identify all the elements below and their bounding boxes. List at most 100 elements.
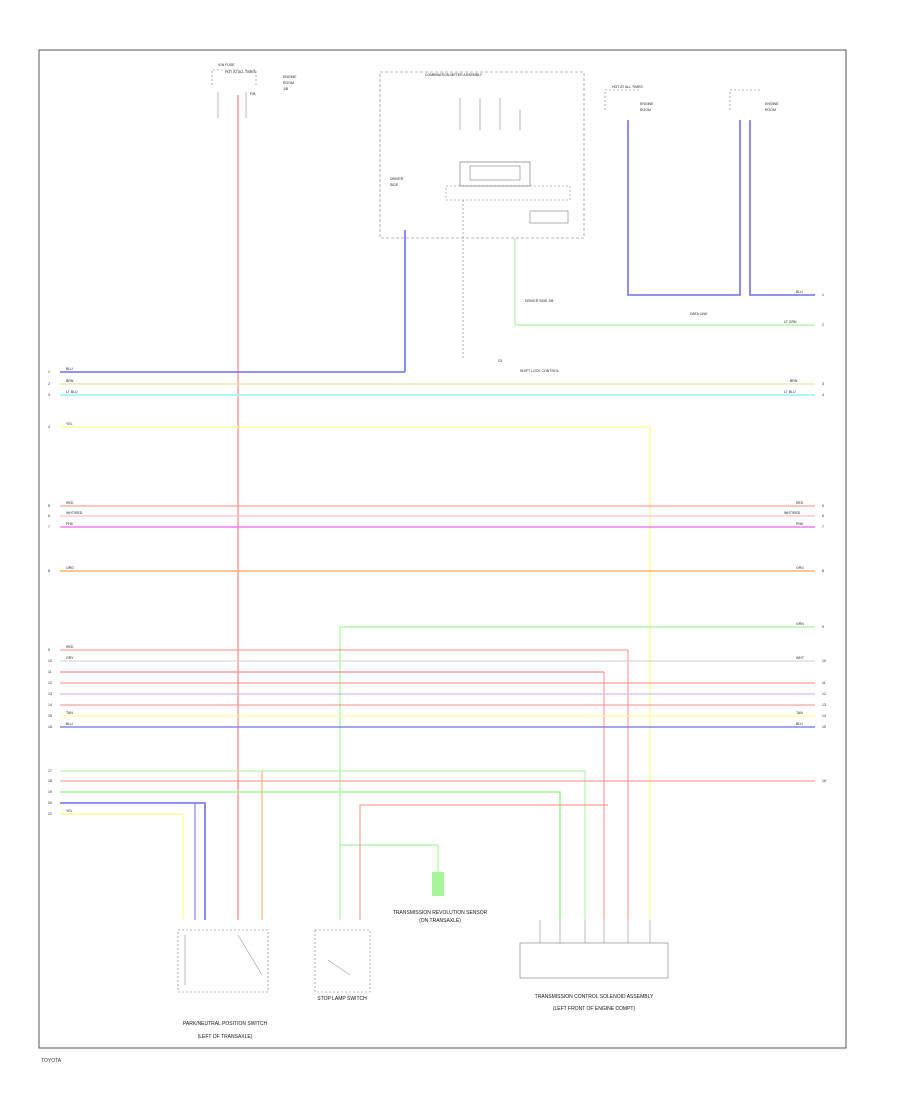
svg-text:3: 3 <box>48 393 50 397</box>
svg-text:1: 1 <box>822 293 824 297</box>
svg-text:4: 4 <box>48 425 50 429</box>
ignition-fuse-block: IGN FUSE HOT AT ALL TIMES F/B ENGINE ROO… <box>211 63 297 118</box>
svg-text:IGN FUSE: IGN FUSE <box>218 63 235 67</box>
stop-lamp-switch: STOP LAMP SWITCH <box>314 929 371 1002</box>
svg-text:(LEFT OF TRANSAXLE): (LEFT OF TRANSAXLE) <box>198 1034 253 1040</box>
svg-text:13: 13 <box>822 703 826 707</box>
shift-lock-label: SHIFT LOCK CONTROL <box>520 369 559 373</box>
svg-text:13: 13 <box>48 692 52 696</box>
svg-text:12: 12 <box>48 681 52 685</box>
svg-text:8: 8 <box>822 569 824 573</box>
driver-jb-label: DRIVER SIDE J/B <box>525 299 554 303</box>
svg-text:TAN: TAN <box>66 711 73 715</box>
svg-text:10: 10 <box>48 659 52 663</box>
svg-text:DRIVER: DRIVER <box>390 177 404 181</box>
svg-text:15: 15 <box>822 725 826 729</box>
ground-label: G1 <box>498 359 503 363</box>
svg-text:11: 11 <box>48 670 52 674</box>
svg-text:10: 10 <box>822 659 826 663</box>
svg-text:TAN: TAN <box>796 711 803 715</box>
svg-text:HOT AT ALL TIMES: HOT AT ALL TIMES <box>225 70 256 74</box>
svg-text:PNK: PNK <box>796 522 804 526</box>
svg-text:F/B: F/B <box>250 92 256 96</box>
svg-text:LT BLU: LT BLU <box>784 390 796 394</box>
svg-text:YEL: YEL <box>66 422 73 426</box>
svg-text:COMBINATION METER ASSEMBLY: COMBINATION METER ASSEMBLY <box>425 73 483 77</box>
svg-text:7: 7 <box>48 525 50 529</box>
svg-text:WHT/RED: WHT/RED <box>784 511 801 515</box>
svg-text:ROOM: ROOM <box>640 108 651 112</box>
svg-text:PNK: PNK <box>66 522 74 526</box>
svg-text:ORG: ORG <box>66 566 74 570</box>
svg-text:ENGINE: ENGINE <box>283 75 297 79</box>
svg-text:16: 16 <box>822 779 826 783</box>
svg-text:15: 15 <box>48 714 52 718</box>
svg-text:J/B: J/B <box>283 87 289 91</box>
svg-text:3: 3 <box>822 382 824 386</box>
svg-text:2: 2 <box>48 382 50 386</box>
svg-text:1: 1 <box>48 370 50 374</box>
svg-text:14: 14 <box>822 714 826 718</box>
svg-text:6: 6 <box>822 514 824 518</box>
svg-text:BLU: BLU <box>796 722 803 726</box>
svg-text:HOT AT ALL TIMES: HOT AT ALL TIMES <box>612 85 643 89</box>
svg-text:11: 11 <box>822 681 826 685</box>
combination-meter: COMBINATION METER ASSEMBLY DRIVER SIDE <box>379 71 585 239</box>
svg-text:2: 2 <box>822 323 824 327</box>
svg-text:12: 12 <box>822 692 826 696</box>
svg-text:ENGINE: ENGINE <box>765 102 779 106</box>
svg-text:RED: RED <box>66 501 74 505</box>
svg-text:TRANSMISSION REVOLUTION SENSOR: TRANSMISSION REVOLUTION SENSOR <box>393 910 488 916</box>
park-neutral-switch: PARK/NEUTRAL POSITION SWITCH (LEFT OF TR… <box>177 929 269 1040</box>
svg-text:YEL: YEL <box>66 809 73 813</box>
vertical-wires <box>237 95 815 920</box>
right-pin-numbers: 1 2 3 4 5 6 7 8 9 10 11 12 13 14 15 16 <box>822 293 826 783</box>
transmission-control-solenoid: TRANSMISSION CONTROL SOLENOID ASSEMBLY (… <box>519 920 669 1012</box>
svg-text:RED: RED <box>66 645 74 649</box>
svg-text:8: 8 <box>48 569 50 573</box>
svg-text:ENGINE: ENGINE <box>640 102 654 106</box>
svg-text:16: 16 <box>48 725 52 729</box>
svg-text:LT GRN: LT GRN <box>784 320 797 324</box>
svg-text:(ON TRANSAXLE): (ON TRANSAXLE) <box>419 918 461 924</box>
svg-text:7: 7 <box>822 525 824 529</box>
svg-text:ROOM: ROOM <box>283 81 294 85</box>
svg-text:14: 14 <box>48 703 52 707</box>
svg-text:BRN: BRN <box>66 379 74 383</box>
svg-text:TRANSMISSION CONTROL SOLENOID: TRANSMISSION CONTROL SOLENOID ASSEMBLY <box>535 994 654 1000</box>
svg-text:BRN: BRN <box>790 379 798 383</box>
svg-text:BLU: BLU <box>66 722 73 726</box>
data-link-label: DATA LINK <box>690 312 708 316</box>
svg-text:9: 9 <box>822 625 824 629</box>
svg-text:9: 9 <box>48 648 50 652</box>
svg-text:19: 19 <box>48 790 52 794</box>
svg-text:GRN: GRN <box>796 622 804 626</box>
svg-text:WHT/RED: WHT/RED <box>66 511 83 515</box>
svg-text:LT BLU: LT BLU <box>66 390 78 394</box>
diagram-border <box>38 49 847 1049</box>
wire-labels: BLU BRN LT BLU YEL RED WHT/RED PNK ORG R… <box>66 290 805 813</box>
right-fuse-block: HOT AT ALL TIMES ENGINE ROOM ENGINE ROOM <box>604 85 779 112</box>
svg-text:PARK/NEUTRAL POSITION SWITCH: PARK/NEUTRAL POSITION SWITCH <box>183 1021 268 1027</box>
footer-code: TOYOTA <box>41 1058 62 1064</box>
svg-text:BLU: BLU <box>66 367 73 371</box>
svg-text:ROOM: ROOM <box>765 108 776 112</box>
transmission-revolution-sensor: TRANSMISSION REVOLUTION SENSOR (ON TRANS… <box>393 872 488 924</box>
svg-text:ORG: ORG <box>796 566 804 570</box>
svg-text:(LEFT FRONT OF ENGINE COMPT): (LEFT FRONT OF ENGINE COMPT) <box>553 1006 636 1012</box>
svg-text:17: 17 <box>48 769 52 773</box>
svg-text:GRY: GRY <box>66 656 74 660</box>
svg-text:SIDE: SIDE <box>390 183 399 187</box>
horizontal-buses <box>60 371 815 920</box>
svg-text:BLU: BLU <box>796 290 803 294</box>
svg-text:5: 5 <box>48 504 50 508</box>
left-pin-numbers: 1 2 3 4 5 6 7 8 9 10 11 12 13 14 15 16 1… <box>48 370 52 816</box>
svg-text:6: 6 <box>48 514 50 518</box>
svg-text:20: 20 <box>48 801 52 805</box>
svg-text:STOP LAMP SWITCH: STOP LAMP SWITCH <box>317 996 367 1002</box>
svg-text:WHT: WHT <box>796 656 805 660</box>
svg-text:18: 18 <box>48 779 52 783</box>
svg-text:5: 5 <box>822 504 824 508</box>
svg-text:4: 4 <box>822 393 824 397</box>
